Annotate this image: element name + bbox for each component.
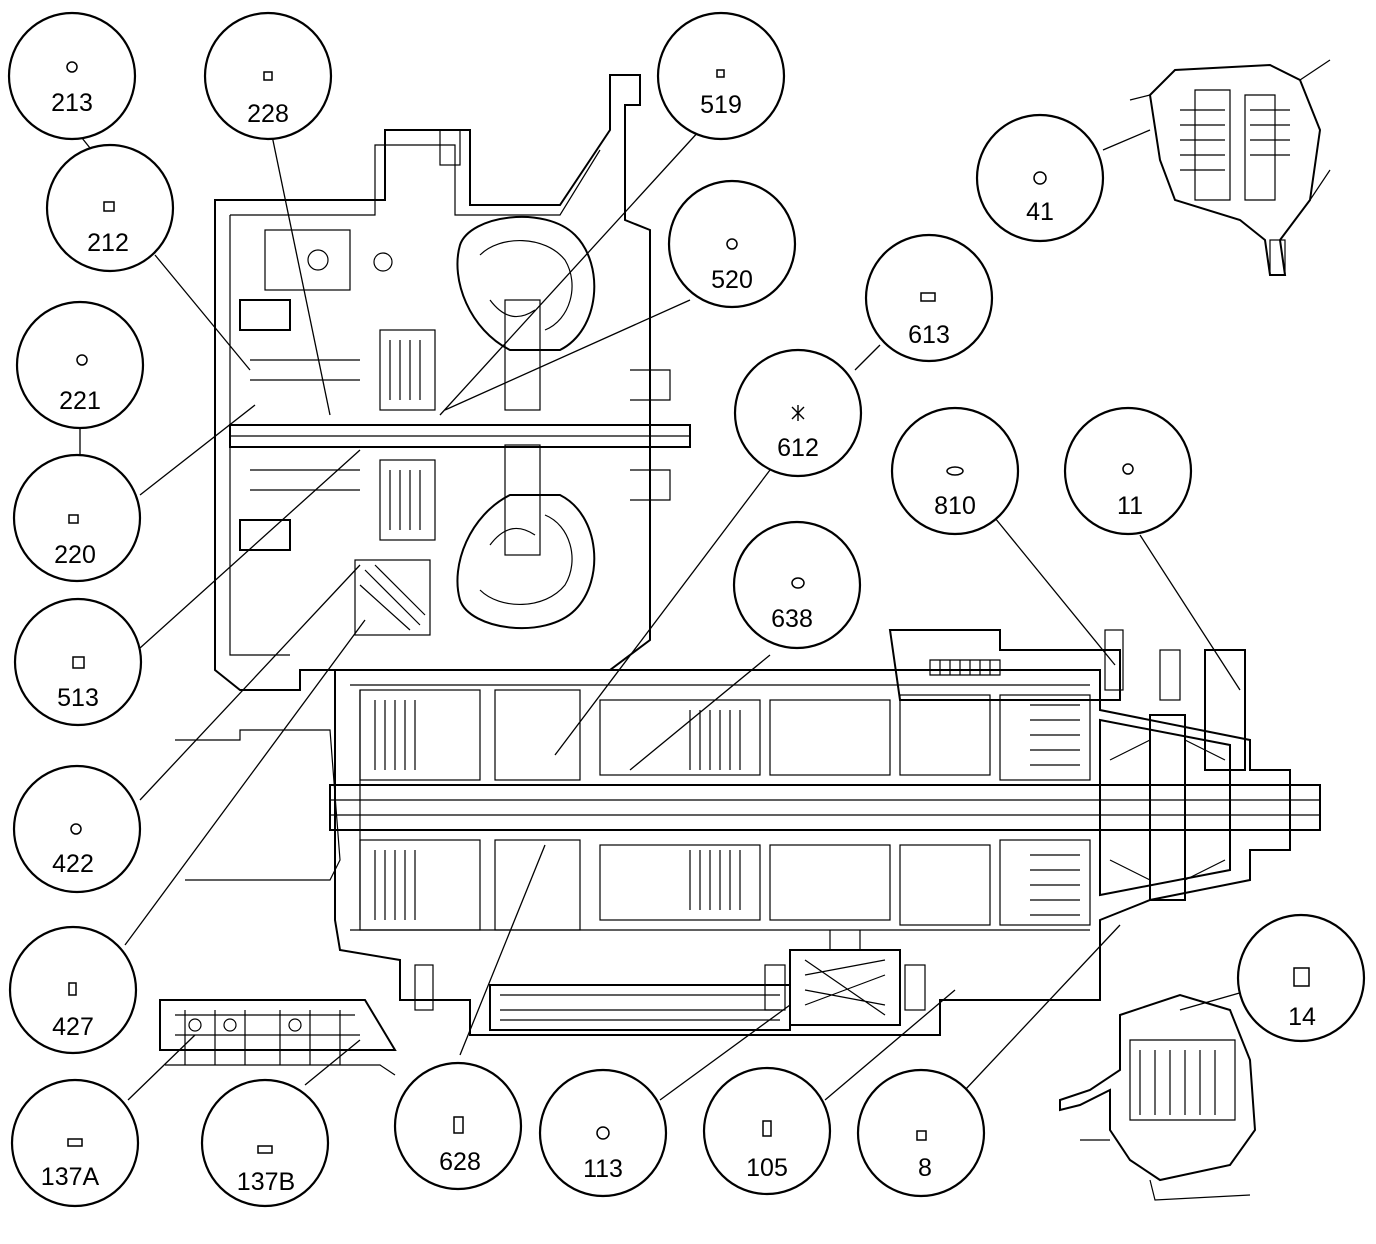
square-symbol-icon <box>1293 967 1310 987</box>
callout-137A: 137A <box>10 1078 140 1208</box>
callout-label: 11 <box>1117 492 1143 520</box>
rectangle-symbol-icon <box>67 1138 83 1147</box>
callout-213: 213 <box>7 11 137 141</box>
callout-label: 212 <box>87 229 129 257</box>
rectangle-symbol-icon <box>762 1120 772 1137</box>
circle-symbol-icon <box>70 823 82 835</box>
callout-label: 612 <box>777 434 819 462</box>
callout-212: 212 <box>45 143 175 273</box>
circle-symbol-icon <box>66 61 78 73</box>
callout-label: 220 <box>54 541 96 569</box>
square-symbol-icon <box>916 1130 927 1141</box>
callout-label: 613 <box>908 321 950 349</box>
square-symbol-icon <box>72 656 85 669</box>
leader-lines <box>79 125 1251 1101</box>
callout-628: 628 <box>393 1061 523 1191</box>
callout-label: 213 <box>51 89 93 117</box>
callout-810: 810 <box>890 406 1020 536</box>
callout-520: 520 <box>667 179 797 309</box>
callout-label: 137A <box>41 1163 100 1191</box>
callout-519: 519 <box>656 11 786 141</box>
circle-symbol-icon <box>1033 171 1047 185</box>
callout-105: 105 <box>702 1066 832 1196</box>
callout-label: 513 <box>57 684 99 712</box>
callout-137B: 137B <box>200 1078 330 1208</box>
circle-symbol-icon <box>1122 463 1134 475</box>
square-symbol-icon <box>716 69 725 78</box>
square-symbol-icon <box>103 201 115 212</box>
ellipse-symbol-icon <box>946 466 964 476</box>
callout-638: 638 <box>732 520 862 650</box>
callout-221: 221 <box>15 300 145 430</box>
callout-228: 228 <box>203 11 333 141</box>
callout-427: 427 <box>8 925 138 1055</box>
callout-422: 422 <box>12 764 142 894</box>
callout-label: 221 <box>59 387 101 415</box>
callout-label: 113 <box>583 1155 623 1183</box>
callout-14: 14 <box>1236 913 1366 1043</box>
callout-label: 14 <box>1288 1003 1316 1031</box>
callout-label: 228 <box>247 100 289 128</box>
callout-612: 612 <box>733 348 863 478</box>
callout-41: 41 <box>975 113 1105 243</box>
callout-513: 513 <box>13 597 143 727</box>
callout-220: 220 <box>12 453 142 583</box>
callout-label: 519 <box>700 91 742 119</box>
rectangle-symbol-icon <box>68 982 77 996</box>
circle-symbol-icon <box>76 354 88 366</box>
callout-label: 137B <box>237 1168 295 1196</box>
callout-label: 422 <box>52 850 94 878</box>
callout-label: 41 <box>1026 198 1054 226</box>
circle-symbol-icon <box>726 238 738 250</box>
transmission-drawing <box>159 59 1331 1201</box>
callout-613: 613 <box>864 233 994 363</box>
callout-label: 427 <box>52 1013 94 1041</box>
rectangle-symbol-icon <box>257 1145 273 1154</box>
callout-11: 11 <box>1063 406 1193 536</box>
rectangle-symbol-icon <box>453 1116 464 1134</box>
ellipse-symbol-icon <box>791 577 805 589</box>
square-symbol-icon <box>68 514 79 524</box>
callout-113: 113 <box>538 1068 668 1198</box>
callout-label: 810 <box>934 492 976 520</box>
callout-label: 628 <box>439 1148 481 1176</box>
circle-symbol-icon <box>596 1126 610 1140</box>
callout-8: 8 <box>856 1068 986 1198</box>
square-symbol-icon <box>263 71 273 81</box>
callout-label: 105 <box>746 1154 788 1182</box>
callout-label: 8 <box>918 1154 932 1182</box>
rectangle-symbol-icon <box>920 292 936 302</box>
callout-label: 520 <box>711 266 753 294</box>
star-symbol-icon <box>791 405 805 421</box>
callout-label: 638 <box>771 605 813 633</box>
